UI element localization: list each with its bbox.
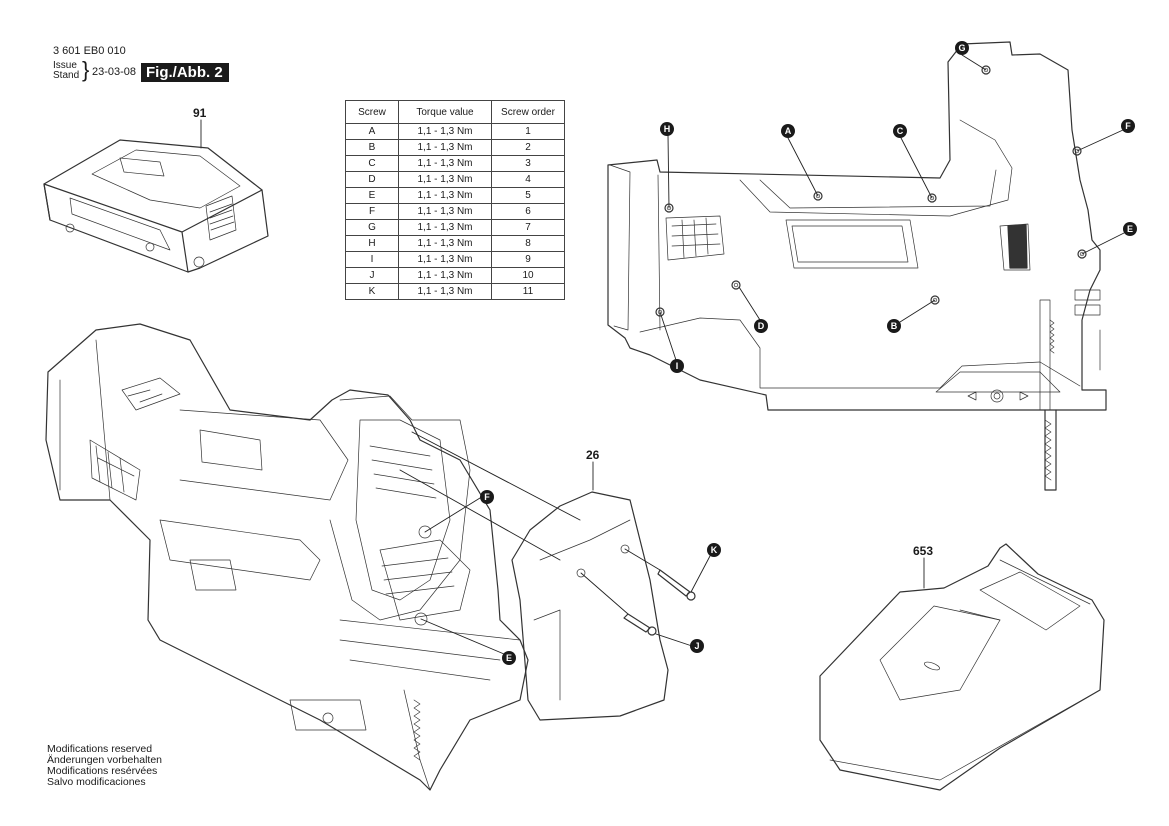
callout-j: J bbox=[690, 639, 704, 653]
modifications-notice: Modifications reserved Änderungen vorbeh… bbox=[47, 744, 162, 788]
callout-a: A bbox=[781, 124, 795, 138]
torque-cell: 1,1 - 1,3 Nm bbox=[398, 139, 492, 156]
order-cell: 9 bbox=[491, 251, 565, 268]
order-cell: 1 bbox=[491, 123, 565, 140]
torque-cell: 1,1 - 1,3 Nm bbox=[398, 187, 492, 204]
screw-cell: F bbox=[345, 203, 399, 220]
order-cell: 8 bbox=[491, 235, 565, 252]
part-number-battery: 91 bbox=[193, 106, 207, 120]
figure-label: Fig./Abb. 2 bbox=[141, 63, 229, 82]
column-header: Screw bbox=[345, 100, 399, 124]
callout-k: K bbox=[707, 543, 721, 557]
order-cell: 4 bbox=[491, 171, 565, 188]
screw-markers bbox=[655, 65, 1087, 317]
issue-label-en: Issue bbox=[53, 60, 77, 71]
notice-line-fr: Modifications resérvées bbox=[47, 765, 158, 777]
column-header: Screw order bbox=[491, 100, 565, 124]
brace-symbol: } bbox=[82, 57, 90, 82]
screw-cell: K bbox=[345, 283, 399, 300]
order-cell: 2 bbox=[491, 139, 565, 156]
notice-line-es: Salvo modificaciones bbox=[47, 776, 146, 788]
part-number-cover: 26 bbox=[586, 448, 600, 462]
order-cell: 3 bbox=[491, 155, 565, 172]
issue-date: 23-03-08 bbox=[92, 66, 137, 78]
order-cell: 6 bbox=[491, 203, 565, 220]
cover-part-drawing bbox=[511, 461, 669, 721]
torque-cell: 1,1 - 1,3 Nm bbox=[398, 267, 492, 284]
callout-b: B bbox=[887, 319, 901, 333]
document-number: 3 601 EB0 010 bbox=[53, 45, 126, 57]
order-cell: 5 bbox=[491, 187, 565, 204]
callout-f-exploded: F bbox=[480, 490, 494, 504]
callout-e: E bbox=[1123, 222, 1137, 236]
screw-cell: C bbox=[345, 155, 399, 172]
column-header: Torque value bbox=[398, 100, 492, 124]
callout-d: D bbox=[754, 319, 768, 333]
screw-cell: E bbox=[345, 187, 399, 204]
torque-cell: 1,1 - 1,3 Nm bbox=[398, 171, 492, 188]
screw-cell: J bbox=[345, 267, 399, 284]
issue-labels: Issue Stand bbox=[53, 61, 79, 81]
screw-cell: I bbox=[345, 251, 399, 268]
callout-g: G bbox=[955, 41, 969, 55]
order-cell: 7 bbox=[491, 219, 565, 236]
screw-cell: H bbox=[345, 235, 399, 252]
torque-cell: 1,1 - 1,3 Nm bbox=[398, 203, 492, 220]
order-cell: 10 bbox=[491, 267, 565, 284]
screws-drawing bbox=[580, 548, 711, 647]
callout-f: F bbox=[1121, 119, 1135, 133]
torque-cell: 1,1 - 1,3 Nm bbox=[398, 155, 492, 172]
torque-cell: 1,1 - 1,3 Nm bbox=[398, 235, 492, 252]
notice-line-de: Änderungen vorbehalten bbox=[47, 754, 163, 766]
callout-h: H bbox=[660, 122, 674, 136]
screw-cell: D bbox=[345, 171, 399, 188]
torque-cell: 1,1 - 1,3 Nm bbox=[398, 219, 492, 236]
jigsaw-exploded-view-drawing bbox=[45, 323, 581, 791]
screw-cell: G bbox=[345, 219, 399, 236]
screw-cell: A bbox=[345, 123, 399, 140]
issue-label-de: Stand bbox=[53, 70, 80, 81]
order-cell: 11 bbox=[491, 283, 565, 300]
charger-drawing bbox=[819, 543, 1105, 791]
battery-pack-drawing bbox=[43, 119, 269, 273]
callout-c: C bbox=[893, 124, 907, 138]
torque-cell: 1,1 - 1,3 Nm bbox=[398, 123, 492, 140]
torque-cell: 1,1 - 1,3 Nm bbox=[398, 251, 492, 268]
notice-line-en: Modifications reserved bbox=[47, 743, 153, 755]
table-header-row: Screw Torque value Screw order bbox=[345, 100, 565, 124]
callout-e-exploded: E bbox=[502, 651, 516, 665]
screw-cell: B bbox=[345, 139, 399, 156]
torque-cell: 1,1 - 1,3 Nm bbox=[398, 283, 492, 300]
callout-i: I bbox=[670, 359, 684, 373]
jigsaw-side-view-drawing bbox=[607, 41, 1107, 491]
part-number-charger: 653 bbox=[913, 544, 934, 558]
